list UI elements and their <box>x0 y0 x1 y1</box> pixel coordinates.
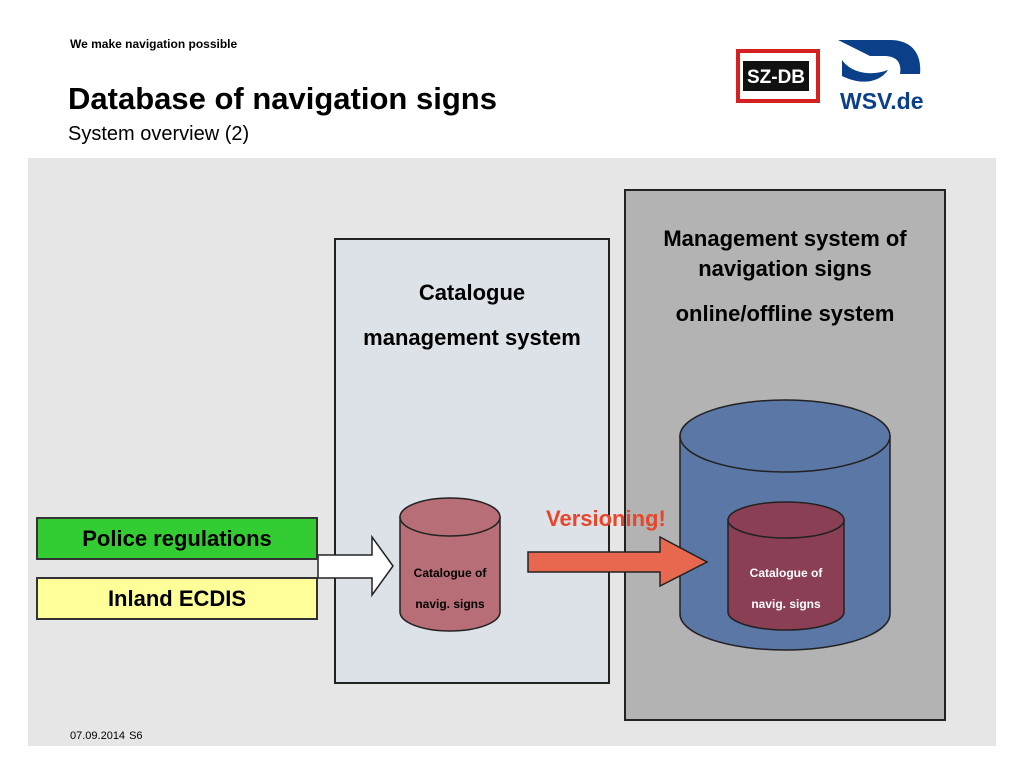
catalogue-db-label-line2: navig. signs <box>415 597 485 611</box>
page-subtitle: System overview (2) <box>68 123 250 145</box>
wsv-logo <box>838 40 921 82</box>
catalogue-system-title-line1: Catalogue <box>418 280 526 305</box>
managed-db-label-line2: navig. signs <box>751 597 821 611</box>
managed-db-label-line1: Catalogue of <box>749 566 823 580</box>
catalogue-system-title-line2: management system <box>363 325 581 350</box>
page-title: Database of navigation signs <box>68 81 497 116</box>
szdb-logo: SZ-DB <box>736 49 820 103</box>
inland-ecdis-box: Inland ECDIS <box>36 577 318 620</box>
management-system-subtitle: online/offline system <box>675 301 895 326</box>
catalogue-db-label-line1: Catalogue of <box>413 566 487 580</box>
inner-database-cylinder <box>727 501 845 631</box>
versioning-arrow <box>527 535 709 588</box>
management-system-title: Management system of navigation signs <box>663 226 907 281</box>
police-regulations-box: Police regulations <box>36 517 318 560</box>
input-arrow <box>317 534 394 598</box>
wsv-logo-text: WSV.de <box>840 88 924 114</box>
tagline: We make navigation possible <box>70 37 238 51</box>
versioning-label: Versioning! <box>546 506 666 531</box>
catalogue-database-cylinder <box>399 497 501 632</box>
footer-slide-number: S6 <box>129 730 143 742</box>
footer-date: 07.09.2014 <box>70 730 126 742</box>
szdb-logo-text: SZ-DB <box>747 67 805 88</box>
